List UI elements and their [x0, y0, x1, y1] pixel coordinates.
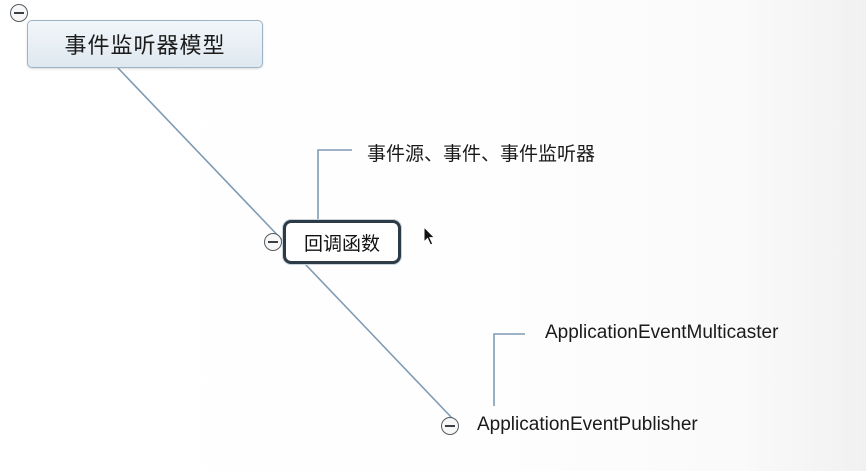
publisher-collapse-icon[interactable]	[441, 417, 459, 435]
connector-publisher-to-multicaster	[493, 333, 525, 406]
mouse-pointer-icon	[423, 226, 436, 246]
callback-collapse-icon[interactable]	[264, 233, 282, 251]
root-topic[interactable]: 事件监听器模型	[27, 20, 263, 68]
root-collapse-icon[interactable]	[10, 4, 28, 22]
connector-callback-to-event-source	[317, 149, 352, 222]
selected-topic-callback[interactable]: 回调函数	[283, 220, 401, 264]
topic-event-source[interactable]: 事件源、事件、事件监听器	[367, 144, 596, 165]
topic-multicaster[interactable]: ApplicationEventMulticaster	[545, 322, 779, 343]
root-topic-label: 事件监听器模型	[64, 33, 226, 58]
topic-publisher[interactable]: ApplicationEventPublisher	[477, 414, 698, 435]
selected-topic-label: 回调函数	[303, 233, 380, 255]
